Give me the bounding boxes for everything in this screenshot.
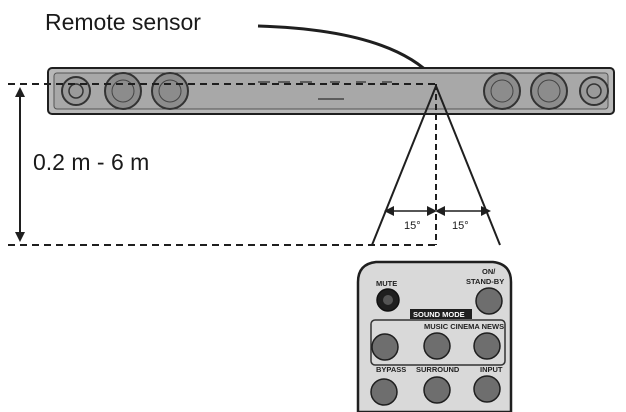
mode-left-button[interactable]	[371, 333, 399, 361]
angle-left-label: 15°	[404, 220, 421, 232]
soundbar	[47, 67, 615, 115]
left-woofer-2	[151, 72, 189, 110]
cone-left-edge	[371, 85, 437, 246]
angle-right-label: 15°	[452, 220, 469, 232]
cone-right-edge	[435, 85, 501, 246]
sound-mode-badge	[410, 309, 472, 319]
bypass-label: BYPASS	[376, 365, 406, 374]
input-button[interactable]	[473, 375, 501, 403]
sound-mode-group	[370, 319, 506, 366]
power-label-line1: ON/	[482, 267, 496, 276]
distance-label: 0.2 m - 6 m	[33, 149, 149, 175]
surround-label: SURROUND	[416, 365, 460, 374]
mute-label: MUTE	[376, 279, 397, 288]
input-label: INPUT	[480, 365, 503, 374]
remote-sensor-label: Remote sensor	[45, 9, 201, 35]
surround-button[interactable]	[423, 376, 451, 404]
mode-labels: MUSIC CINEMA NEWS	[424, 322, 504, 331]
bypass-button[interactable]	[370, 378, 398, 406]
remote-control: MUTE ON/ STAND-BY SOUND MODE MUSIC CINEM…	[356, 260, 513, 412]
right-tweeter	[579, 76, 609, 106]
news-button[interactable]	[473, 332, 501, 360]
left-tweeter	[61, 76, 91, 106]
left-woofer-1	[104, 72, 142, 110]
sound-mode-label: SOUND MODE	[413, 310, 465, 319]
power-label-line2: STAND-BY	[466, 277, 504, 286]
soundbar-controls	[258, 81, 392, 100]
right-woofer-1	[483, 72, 521, 110]
standby-button[interactable]	[475, 287, 503, 315]
right-woofer-2	[530, 72, 568, 110]
cinema-button[interactable]	[423, 332, 451, 360]
